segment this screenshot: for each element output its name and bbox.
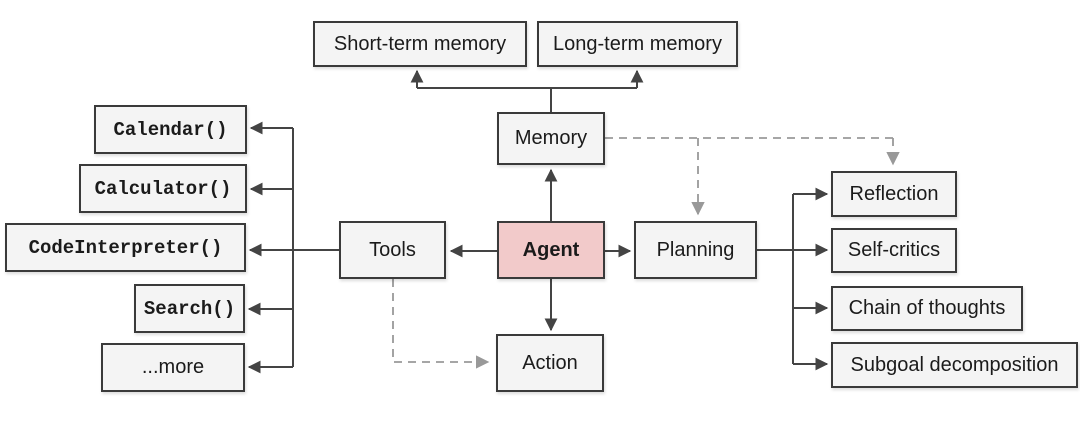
node-code-interpreter: CodeInterpreter() [5,223,246,272]
node-planning: Planning [634,221,757,279]
node-chain-of-thoughts: Chain of thoughts [831,286,1023,331]
node-memory: Memory [497,112,605,165]
node-action: Action [496,334,604,392]
node-agent: Agent [497,221,605,279]
node-self-critics: Self-critics [831,228,957,273]
edge-dashed-tools-action [392,279,490,369]
node-tools: Tools [339,221,446,279]
node-subgoal-decomposition: Subgoal decomposition [831,342,1078,388]
node-calculator: Calculator() [79,164,247,213]
node-long-term-memory: Long-term memory [537,21,738,67]
node-short-term-memory: Short-term memory [313,21,527,67]
node-more-tools: ...more [101,343,245,392]
node-calendar: Calendar() [94,105,247,154]
node-search: Search() [134,284,245,333]
node-reflection: Reflection [831,171,957,217]
